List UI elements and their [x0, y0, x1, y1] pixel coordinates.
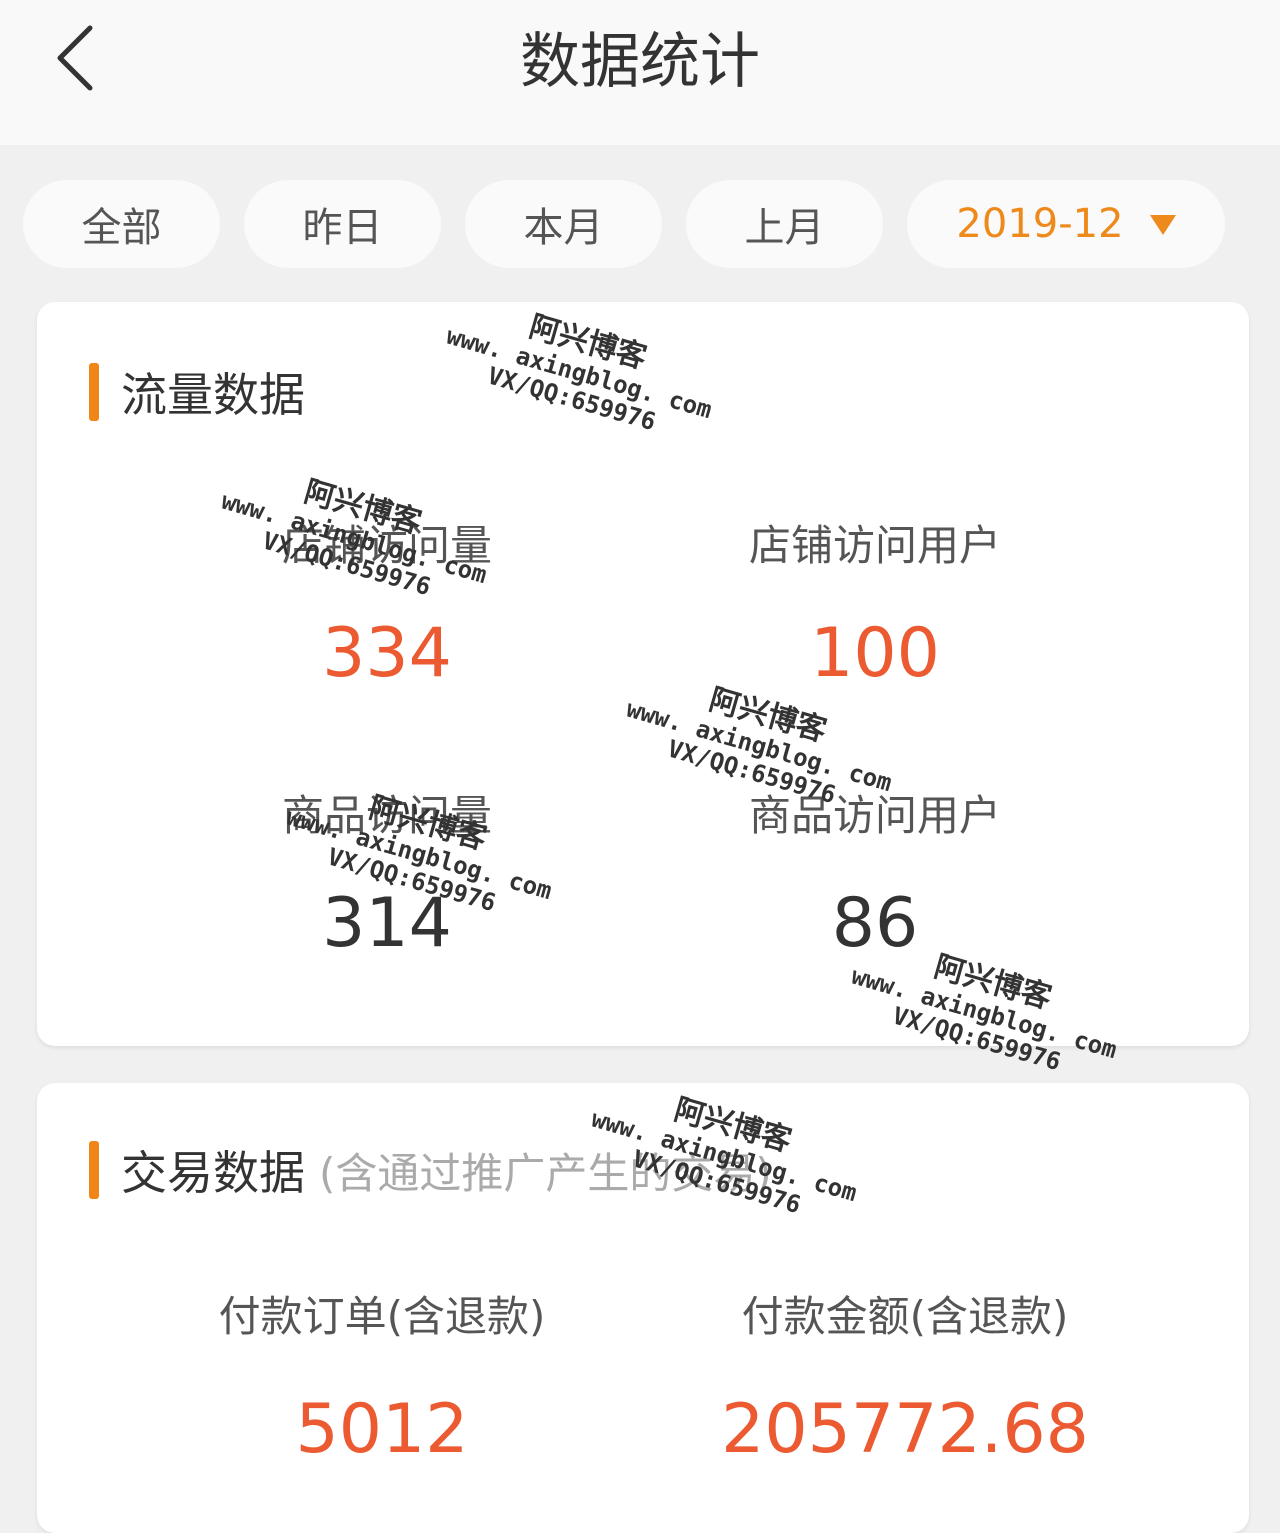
filter-label: 上月 [744, 205, 825, 251]
page-title: 数据统计 [520, 27, 760, 97]
filter-last-month-button[interactable]: 上月 [686, 180, 883, 268]
paid-orders-label: 付款订单(含退款) [218, 1292, 546, 1341]
trade-section-subtitle: (含通过推广产生的交易) [319, 1148, 772, 1198]
trade-data-card: 交易数据 (含通过推广产生的交易) 付款订单(含退款) 5012 付款金额(含退… [37, 1083, 1249, 1533]
shop-visitors-label: 店铺访问用户 [748, 521, 1001, 570]
app-header: 数据统计 [0, 0, 1280, 145]
flow-section-header: 流量数据 [89, 362, 305, 422]
shop-visits-value: 334 [322, 614, 452, 693]
flow-section-title: 流量数据 [121, 368, 305, 422]
month-select-dropdown[interactable]: 2019-12 [907, 180, 1225, 268]
paid-amount-value: 205772.68 [721, 1390, 1089, 1469]
trade-section-title: 交易数据 [121, 1146, 305, 1200]
shop-visitors-value: 100 [810, 614, 940, 693]
flow-data-card: 流量数据 店铺访问量 334 店铺访问用户 100 商品访问量 314 商品访问… [37, 302, 1249, 1046]
paid-amount-label: 付款金额(含退款) [741, 1292, 1069, 1341]
product-visitors-value: 86 [831, 884, 919, 963]
selected-month: 2019-12 [956, 201, 1124, 247]
product-visits-value: 314 [322, 884, 452, 963]
shop-visits-label: 店铺访问量 [281, 521, 492, 570]
filter-label: 全部 [81, 205, 162, 251]
filter-yesterday-button[interactable]: 昨日 [244, 180, 441, 268]
trade-section-header: 交易数据 (含通过推广产生的交易) [89, 1140, 772, 1200]
filter-label: 昨日 [302, 205, 383, 251]
paid-orders-value: 5012 [295, 1390, 469, 1469]
caret-down-icon [1149, 215, 1176, 235]
product-visits-label: 商品访问量 [281, 791, 492, 840]
filter-this-month-button[interactable]: 本月 [465, 180, 662, 268]
back-button[interactable] [40, 20, 120, 100]
section-accent-bar [89, 1141, 99, 1199]
product-visitors-label: 商品访问用户 [748, 791, 1001, 840]
filter-all-button[interactable]: 全部 [23, 180, 220, 268]
filter-label: 本月 [523, 205, 604, 251]
chevron-left-icon [57, 25, 93, 91]
section-accent-bar [89, 363, 99, 421]
date-filter-bar: 全部 昨日 本月 上月 2019-12 [0, 180, 1280, 268]
